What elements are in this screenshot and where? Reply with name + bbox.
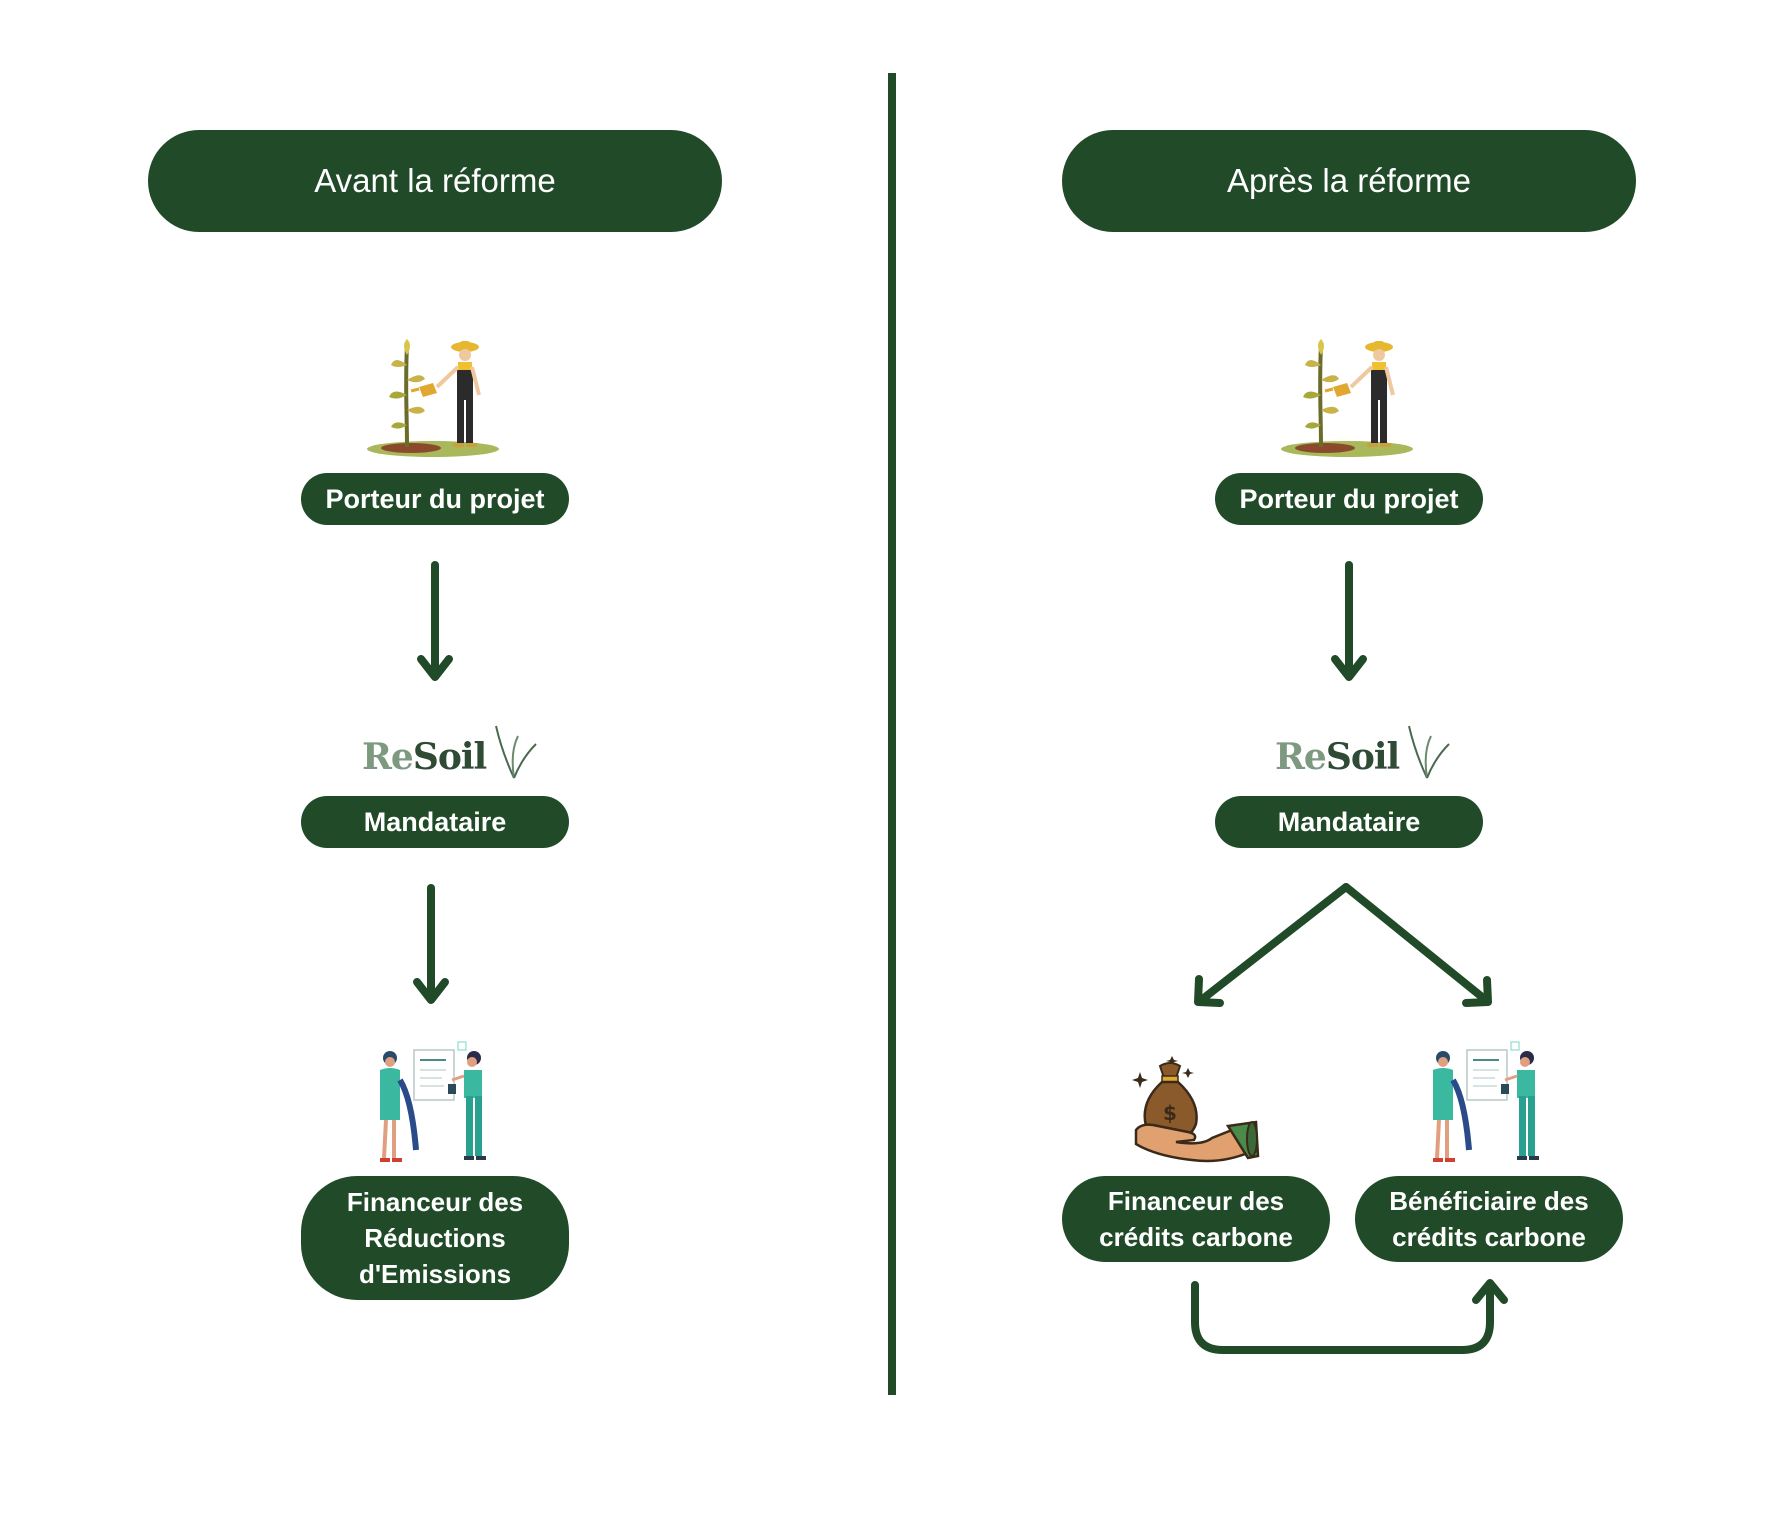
header-avant-label: Avant la réforme xyxy=(314,162,556,199)
two-women-document-illustration xyxy=(1433,1041,1539,1162)
grass-sprout-icon xyxy=(1408,725,1450,779)
financeur-line-1: Financeur des xyxy=(346,1187,524,1217)
node-mandataire-left: Mandataire xyxy=(301,796,569,848)
node-financeur-credits-right-text: Financeur des crédits carbone xyxy=(1099,1183,1293,1255)
logo-re-text: Re xyxy=(1275,736,1327,778)
node-mandataire-right-label: Mandataire xyxy=(1277,806,1421,837)
financeur-credits-line-1: Financeur des xyxy=(1107,1186,1285,1216)
farmer-watering-plant-illustration xyxy=(1281,339,1413,457)
arrow-financeur-to-beneficiaire-right xyxy=(1191,1279,1508,1354)
arrow-mandataire-to-beneficiaire-right xyxy=(1342,883,1492,1007)
header-avant: Avant la réforme xyxy=(148,130,722,232)
node-financeur-credits-right: Financeur des crédits carbone xyxy=(1062,1176,1330,1262)
node-beneficiaire-credits-right-text: Bénéficiaire des crédits carbone xyxy=(1389,1183,1588,1255)
arrow-porteur-to-mandataire-left xyxy=(417,561,453,681)
logo-soil-text: Soil xyxy=(1325,736,1400,778)
node-porteur-left-label: Porteur du projet xyxy=(325,483,545,514)
arrow-mandataire-to-financeur-right xyxy=(1194,883,1350,1007)
arrow-mandataire-to-financeur-left xyxy=(413,884,449,1004)
node-beneficiaire-credits-right: Bénéficiaire des crédits carbone xyxy=(1355,1176,1623,1262)
logo-soil-text: Soil xyxy=(412,736,487,778)
two-women-document-illustration xyxy=(380,1041,486,1162)
node-financeur-reductions-left: Financeur des Réductions d'Emissions xyxy=(301,1176,569,1300)
financeur-line-3: d'Emissions xyxy=(358,1259,512,1289)
node-mandataire-right: Mandataire xyxy=(1215,796,1483,848)
header-apres-label: Après la réforme xyxy=(1227,162,1471,199)
financeur-line-2: Réductions xyxy=(364,1223,506,1253)
logo-re-text: Re xyxy=(362,736,414,778)
header-apres: Après la réforme xyxy=(1062,130,1636,232)
beneficiaire-line-1: Bénéficiaire des xyxy=(1389,1186,1589,1216)
node-mandataire-left-label: Mandataire xyxy=(363,806,507,837)
grass-sprout-icon xyxy=(495,725,537,779)
node-porteur-right: Porteur du projet xyxy=(1215,473,1483,525)
resoil-logo-right: Re Soil xyxy=(1275,722,1453,779)
node-porteur-right-label: Porteur du projet xyxy=(1239,483,1459,514)
farmer-watering-plant-illustration xyxy=(367,339,499,457)
financeur-credits-line-2: crédits carbone xyxy=(1099,1222,1293,1252)
money-bag-hand-illustration: $ xyxy=(1132,1056,1260,1163)
node-financeur-reductions-left-text: Financeur des Réductions d'Emissions xyxy=(347,1184,523,1292)
beneficiaire-line-2: crédits carbone xyxy=(1392,1222,1586,1252)
arrow-porteur-to-mandataire-right xyxy=(1331,561,1367,681)
node-porteur-left: Porteur du projet xyxy=(301,473,569,525)
svg-text:$: $ xyxy=(1163,1101,1177,1125)
resoil-logo-left: Re Soil xyxy=(362,722,540,779)
